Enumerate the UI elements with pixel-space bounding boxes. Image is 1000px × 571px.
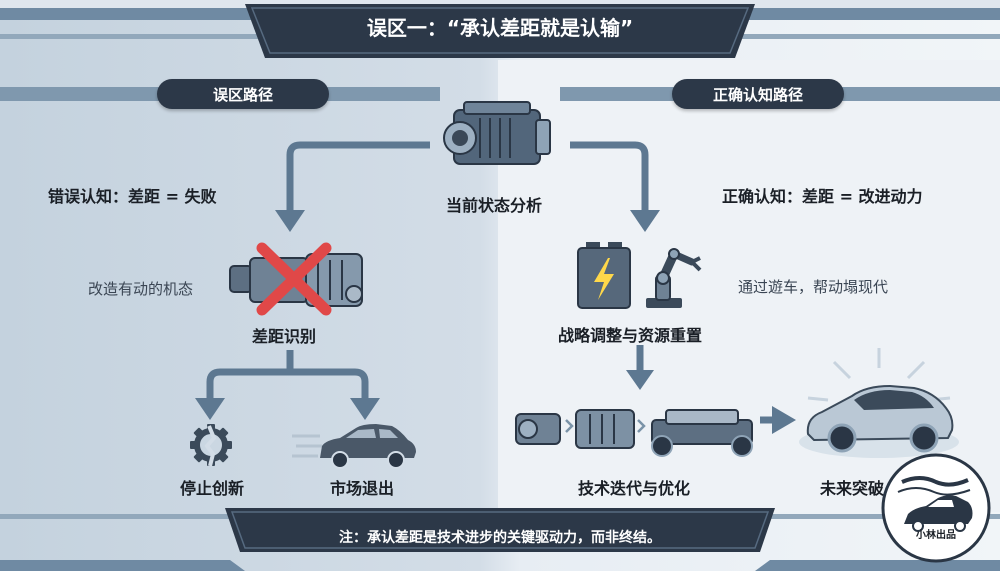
- arrow-to-stop-innovation: [206, 350, 294, 400]
- crossed-engine-icon: [229, 242, 363, 316]
- left-side-note: 改造有动的机态: [88, 280, 194, 298]
- market-exit-label: 市场退出: [330, 479, 395, 498]
- breakthrough-label: 未来突破: [820, 479, 885, 498]
- iteration-label: 技术迭代与优化: [578, 479, 691, 498]
- right-section-header: 正确认知路径: [672, 79, 844, 109]
- bottom-frame: [0, 508, 1000, 571]
- top-frame: [0, 0, 1000, 58]
- stop-innovation-label: 停止创新: [180, 479, 245, 498]
- arrow-to-strategy-node: [570, 141, 649, 212]
- arrow-to-gap-node: [286, 141, 430, 212]
- left-concept: 错误认知：差距 = 失败: [48, 187, 217, 206]
- engine-icon: [443, 101, 551, 165]
- component-to-chassis-icon: [515, 409, 753, 457]
- gap-node-label: 差距识别: [252, 327, 317, 346]
- broken-gear-icon: [190, 424, 232, 467]
- page-title: 误区一：“承认差距就是认输”: [366, 16, 634, 40]
- futuristic-car-icon: [799, 348, 959, 458]
- right-side-note: 通过遊车，帮动塌现代: [738, 278, 889, 296]
- watermark-text: 小林出品: [916, 530, 956, 541]
- left-section-header: 误区路径: [157, 79, 329, 109]
- footer-note: 注：承认差距是技术进步的关键驱动力，而非终结。: [339, 530, 661, 546]
- watermark-logo: [881, 453, 991, 563]
- arrow-to-market-exit: [290, 368, 369, 400]
- right-concept: 正确认知：差距 = 改进动力: [722, 187, 923, 206]
- strategy-node-label: 战略调整与资源重置: [558, 326, 703, 345]
- battery-robot-arm-icon: [577, 242, 702, 309]
- start-node-label: 当前状态分析: [446, 196, 543, 215]
- fading-car-icon: [292, 424, 416, 469]
